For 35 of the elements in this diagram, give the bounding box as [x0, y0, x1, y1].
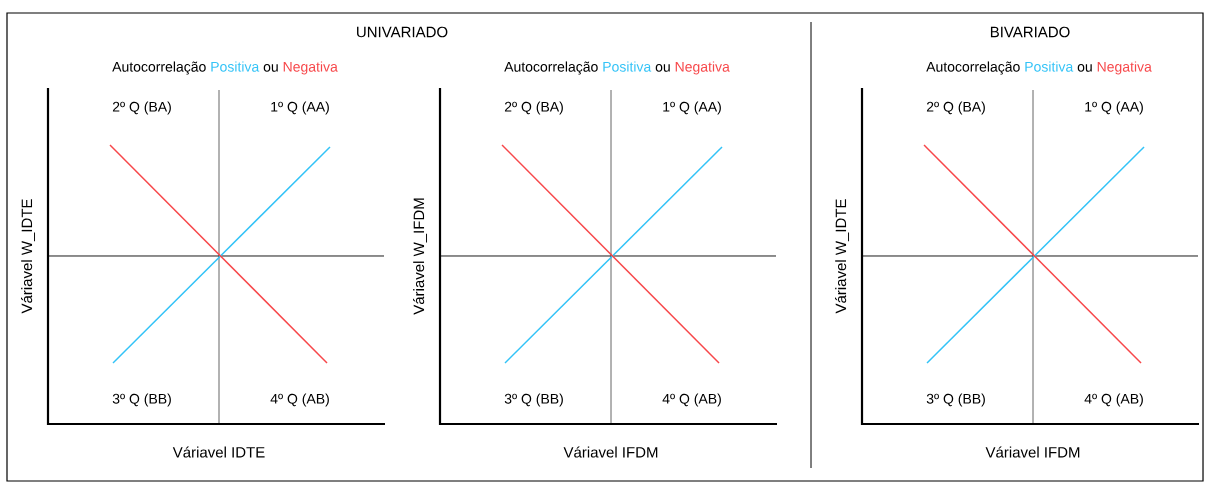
label: Autocorrelação — [112, 61, 206, 75]
quadrant-label: 3º Q (BB) — [112, 393, 171, 407]
quadrant-label: 2º Q (BA) — [926, 101, 985, 115]
quadrant-label: 1º Q (AA) — [663, 101, 721, 115]
axis-title: Váriavel W_IFDM — [413, 198, 427, 315]
label: Negativa — [1097, 61, 1152, 75]
section-heading: UNIVARIADO — [357, 26, 448, 38]
chart-subtitle: Autocorrelação Positiva ou Negativa — [926, 61, 1152, 75]
chart-subtitle: Autocorrelação Positiva ou Negativa — [112, 61, 338, 75]
quadrant-label: 1º Q (AA) — [1085, 101, 1143, 115]
quadrant-label: 3º Q (BB) — [926, 393, 985, 407]
chart-subtitle: Autocorrelação Positiva ou Negativa — [504, 61, 730, 75]
label: Positiva — [211, 61, 260, 72]
section-heading: BIVARIADO — [990, 26, 1070, 38]
label: ou — [263, 64, 278, 72]
label: Autocorrelação — [926, 61, 1020, 75]
label: Negativa — [283, 61, 338, 75]
axis-title: Váriavel W_IDTE — [835, 199, 849, 314]
label: ou — [1077, 64, 1092, 72]
axis-title: Váriavel IFDM — [985, 446, 1080, 458]
axis-title: Váriavel W_IDTE — [21, 199, 35, 314]
quadrant-label: 4º Q (AB) — [662, 393, 721, 407]
label: Positiva — [603, 61, 652, 72]
label: ou — [655, 64, 670, 72]
label: Positiva — [1025, 61, 1074, 72]
label: Autocorrelação — [504, 61, 598, 75]
quadrant-label: 1º Q (AA) — [271, 101, 329, 115]
quadrant-label: 3º Q (BB) — [504, 393, 563, 407]
axis-title: Váriavel IFDM — [563, 446, 658, 458]
quadrant-label: 4º Q (AB) — [1084, 393, 1143, 407]
quadrant-label: 2º Q (BA) — [504, 101, 563, 115]
axis-title: Váriavel IDTE — [172, 446, 265, 458]
quadrant-label: 4º Q (AB) — [270, 393, 329, 407]
quadrant-label: 2º Q (BA) — [112, 101, 171, 115]
label: Negativa — [675, 61, 730, 75]
